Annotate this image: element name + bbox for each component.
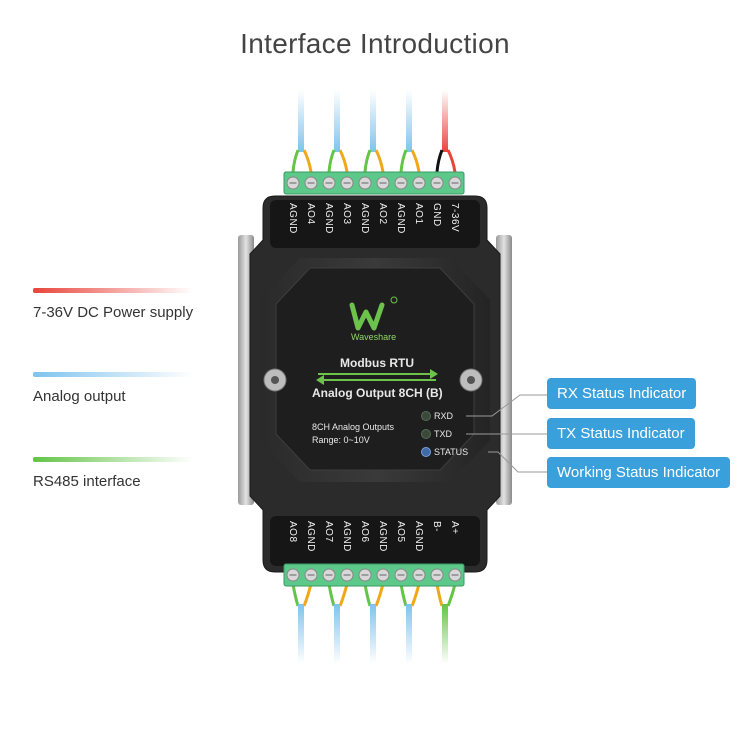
bottom-terminal-label: AO7 <box>323 521 334 543</box>
bottom-terminal-label: AGND <box>305 521 316 552</box>
callout-leaders <box>466 394 547 473</box>
screw-icon <box>459 368 483 392</box>
bottom-wires <box>291 583 457 664</box>
top-terminal-block <box>283 171 465 195</box>
top-terminal-label: 7-36V <box>449 203 460 233</box>
model-label: Analog Output 8CH (B) <box>312 386 443 400</box>
bottom-terminal-label: AGND <box>413 521 424 552</box>
desc-line-2: Range: 0~10V <box>312 435 370 445</box>
top-terminal-label: AGND <box>395 203 406 234</box>
bottom-terminal-label: A+ <box>449 521 460 535</box>
legend-line-analog <box>33 372 193 377</box>
top-terminal-label: AGND <box>287 203 298 234</box>
callout-rx-status: RX Status Indicator <box>547 378 697 409</box>
led-label-status: STATUS <box>434 447 469 457</box>
top-terminal-label: AO1 <box>413 203 424 225</box>
page-title: Interface Introduction <box>240 28 510 59</box>
waveshare-logo-icon <box>349 296 398 331</box>
bottom-terminal-label: B- <box>431 521 442 532</box>
bottom-terminal-block <box>283 563 465 587</box>
legend-line-power <box>33 288 193 293</box>
brand-name: Waveshare <box>351 332 397 342</box>
bidirectional-arrow-icon <box>316 369 438 385</box>
status-led-icon <box>421 447 431 457</box>
bottom-terminal-label: AO8 <box>287 521 298 543</box>
txd-led-icon <box>421 429 431 439</box>
bottom-terminal-label: AO5 <box>395 521 406 543</box>
top-terminal-label: AO2 <box>377 203 388 225</box>
legend-label-rs485: RS485 interface <box>33 473 141 490</box>
top-terminal-label: AO4 <box>305 203 316 225</box>
screw-icon <box>263 368 287 392</box>
top-wires <box>291 90 457 173</box>
callout-working-status: Working Status Indicator <box>547 457 731 488</box>
top-terminal-label: AGND <box>323 203 334 234</box>
led-label-rxd: RXD <box>434 411 454 421</box>
bottom-terminal-label: AGND <box>341 521 352 552</box>
callout-tx-status: TX Status Indicator <box>547 418 695 449</box>
bottom-terminal-label: AGND <box>377 521 388 552</box>
led-label-txd: TXD <box>434 429 452 439</box>
top-terminal-label: AGND <box>359 203 370 234</box>
protocol-label: Modbus RTU <box>340 356 414 370</box>
desc-line-1: 8CH Analog Outputs <box>312 422 395 432</box>
legend-label-analog: Analog output <box>33 388 126 405</box>
bottom-terminal-label: AO6 <box>359 521 370 543</box>
rxd-led-icon <box>421 411 431 421</box>
top-terminal-label: GND <box>431 203 442 227</box>
top-terminal-label: AO3 <box>341 203 352 225</box>
legend-line-rs485 <box>33 457 193 462</box>
legend-label-power: 7-36V DC Power supply <box>33 304 194 321</box>
